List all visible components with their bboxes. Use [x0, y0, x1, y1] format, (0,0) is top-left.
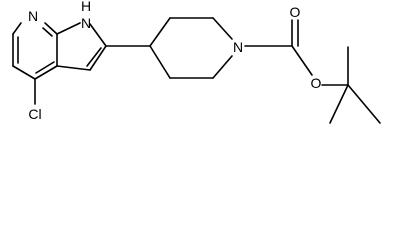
pyridine-nitrogen-label: N: [28, 8, 38, 24]
chemical-structure-diagram: N H N N O O Cl: [12, 0, 381, 124]
chlorine-label: Cl: [28, 106, 41, 122]
pyrrole-nitrogen-label: N: [81, 15, 91, 31]
piperidine-nitrogen-label: N: [233, 39, 243, 55]
ester-oxygen-label: O: [311, 75, 322, 91]
atom-labels: N H N N O O Cl: [28, 0, 322, 122]
bond-lines: [12, 17, 381, 124]
carbonyl-oxygen-label: O: [290, 4, 301, 20]
pyrrole-nh-hydrogen-label: H: [81, 0, 91, 14]
